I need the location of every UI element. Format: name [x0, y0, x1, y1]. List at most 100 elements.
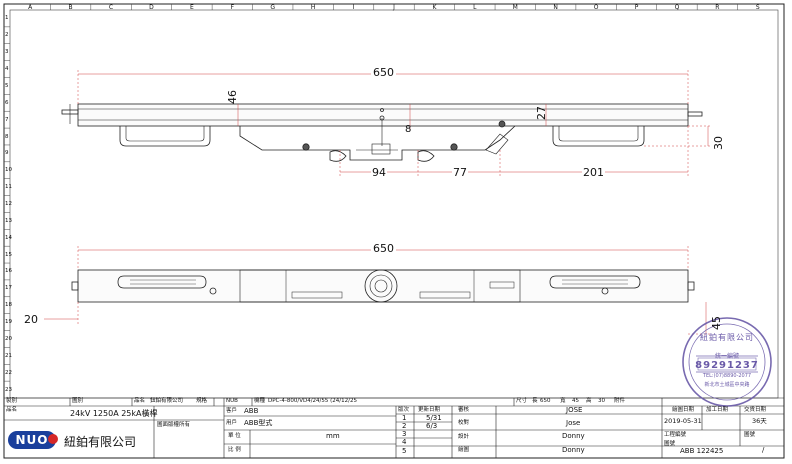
row-label: 11 — [5, 184, 12, 191]
right-cam — [417, 150, 435, 162]
drawing-no: ABB 122425 — [680, 447, 724, 455]
row-label: 10 — [5, 167, 12, 174]
column-label: L — [473, 4, 477, 11]
logo-mark: NUO — [8, 431, 56, 449]
left-end-plan — [71, 281, 79, 291]
row-label: 18 — [5, 302, 12, 309]
column-label: K — [432, 4, 437, 11]
column-label: B — [68, 4, 73, 11]
copyright-note: 圖面版權所有 — [157, 422, 191, 428]
row-label: 12 — [5, 201, 12, 207]
company-logo: NUO 紐鉑有限公司 — [4, 428, 154, 454]
role-approve: 審核 — [458, 407, 470, 413]
seal-middle: 統一編號 — [714, 353, 739, 360]
title-block-grid — [4, 397, 784, 458]
role-draw: 繪圖 — [458, 447, 470, 453]
column-label: Q — [674, 4, 680, 11]
central-bushing — [364, 269, 398, 303]
user-label: 用戶 — [226, 420, 238, 426]
person-check: Jose — [566, 419, 581, 427]
label-spec: 規格 — [196, 398, 208, 404]
row-label: 20 — [5, 335, 12, 342]
right-slot — [549, 275, 641, 289]
role-check: 校對 — [458, 420, 470, 426]
rev-5-no: 5 — [402, 447, 407, 455]
value-item: 鈕鉑有限公司 — [150, 398, 184, 404]
top-overall-length: 650 — [371, 66, 396, 79]
column-label: M — [512, 4, 518, 11]
dim-46: 46 — [226, 90, 239, 104]
size-prefix-height: 高 — [586, 398, 592, 404]
column-label: I — [352, 4, 355, 11]
size-length: 650 — [540, 398, 551, 404]
rev-2-no: 2 — [402, 422, 407, 430]
rev-header-date: 更新日期 — [418, 407, 441, 413]
person-approve: JOSE — [566, 406, 583, 414]
row-label: 15 — [5, 251, 12, 258]
size-prefix-length: 長 — [532, 398, 538, 404]
date-value: 2019-05-31 — [664, 417, 702, 425]
bottom-overall-length: 650 — [371, 242, 396, 255]
date-header: 繪圖日期 — [672, 407, 695, 413]
company-name: 紐鉑有限公司 — [64, 435, 137, 449]
unit-value: mm — [326, 432, 340, 440]
row-label: 4 — [5, 66, 9, 73]
seal-company: 紐鉑有限公司 — [700, 333, 754, 342]
dim-30: 30 — [712, 136, 725, 150]
column-label: F — [230, 4, 235, 11]
column-label: H — [310, 4, 316, 11]
row-label: 23 — [5, 386, 12, 393]
rev-3-no: 3 — [402, 430, 407, 438]
rev-1-date: 5/31 — [426, 414, 442, 422]
part-name: 24kV 1250A 25kA橫桿 — [70, 409, 158, 418]
row-label: 14 — [5, 234, 12, 241]
centre-mechanism — [239, 125, 516, 161]
row-label: 17 — [5, 285, 12, 292]
row-label: 16 — [5, 268, 12, 275]
left-cam — [329, 150, 347, 162]
row-label: 21 — [5, 352, 12, 359]
dim-20: 20 — [24, 313, 38, 326]
size-width: 45 — [572, 398, 579, 404]
dim-201: 201 — [582, 166, 605, 179]
column-label: S — [755, 4, 760, 11]
delivery-value: 36天 — [752, 417, 767, 425]
label-size: 尺寸 — [516, 398, 528, 404]
delivery-header: 交貨日期 — [744, 407, 767, 413]
column-label: D — [149, 4, 154, 11]
dim-27: 27 — [535, 106, 548, 120]
label-attachment: 附件 — [614, 398, 626, 404]
ratio-label: 比 例 — [228, 447, 241, 453]
label-item: 品名 — [134, 398, 146, 404]
person-design: Donny — [562, 432, 585, 440]
row-label: 3 — [5, 49, 9, 56]
dim-94: 94 — [371, 166, 387, 179]
unit-label: 單 位 — [228, 433, 241, 439]
pin-left — [302, 143, 310, 151]
dim-77: 77 — [452, 166, 468, 179]
left-slot — [117, 275, 207, 289]
person-draw: Donny — [562, 446, 585, 454]
row-label: 2 — [5, 32, 9, 39]
size-prefix-width: 寬 — [560, 398, 566, 404]
column-label: A — [28, 4, 33, 11]
column-label: O — [593, 4, 599, 11]
column-label: P — [634, 4, 639, 11]
customer-label: 客戶 — [226, 408, 238, 414]
label-drawing-type: 圖別 — [72, 398, 84, 404]
value-spec: NUB — [226, 398, 238, 404]
customer-value: ABB — [244, 407, 259, 415]
company-seal-stamp — [682, 317, 772, 407]
part-name-label: 品名 — [6, 407, 18, 413]
column-label: N — [553, 4, 558, 11]
drawing-no-label: 圖號 — [664, 441, 676, 447]
process-header: 加工日期 — [706, 407, 729, 413]
row-label: 19 — [5, 319, 12, 326]
size-height: 30 — [598, 398, 605, 404]
row-label: 6 — [5, 99, 9, 106]
column-label: C — [108, 4, 114, 11]
label-model: 機種 — [254, 398, 266, 404]
row-label: 8 — [5, 133, 9, 140]
column-label: G — [270, 4, 276, 11]
